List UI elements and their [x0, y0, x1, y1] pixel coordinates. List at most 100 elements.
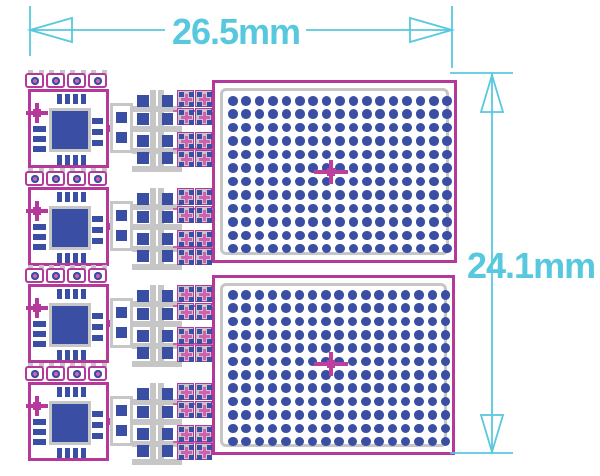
- pad-strip-tab: [91, 168, 96, 172]
- pad-hole: [414, 396, 424, 407]
- side-pad: [33, 429, 46, 435]
- pad-hole: [440, 303, 451, 313]
- cluster-cross-icon: [203, 94, 206, 105]
- pad-strip-tab: [49, 363, 54, 367]
- pad-hole: [415, 230, 426, 240]
- pad-cluster-unit: [177, 303, 194, 320]
- pad-hole: [427, 436, 437, 447]
- pad-cluster-unit: [195, 108, 212, 125]
- corner-pad: [189, 208, 194, 213]
- chip-pin: [65, 448, 70, 458]
- pad-hole: [374, 343, 384, 353]
- link-trace: [173, 441, 213, 443]
- pad-pair-unit: [46, 268, 65, 283]
- pad-hole: [388, 96, 399, 106]
- pad-hole: [375, 163, 385, 173]
- pad-hole: [334, 343, 344, 353]
- pad-strip-tab: [102, 363, 107, 367]
- pad-hole: [361, 370, 371, 380]
- pad-hole: [387, 330, 398, 340]
- smd-pad: [162, 113, 173, 125]
- smd-pad: [137, 233, 149, 245]
- corner-pad: [207, 427, 212, 432]
- pad-hole: [347, 356, 358, 367]
- corner-pad: [189, 110, 194, 115]
- pad-hole: [387, 316, 398, 327]
- smd-pad: [162, 445, 173, 457]
- corner-pad: [189, 413, 194, 418]
- pad-hole: [307, 330, 318, 340]
- pad-hole: [281, 230, 292, 240]
- pad-strip-tab: [49, 265, 54, 269]
- pad-hole: [415, 217, 426, 227]
- pad-pair-unit: [88, 268, 107, 283]
- pad-hole: [228, 330, 238, 340]
- corner-pad: [197, 144, 202, 149]
- smd-pad: [162, 290, 173, 302]
- through-hole-pad: [51, 271, 60, 280]
- pad-hole: [334, 410, 344, 420]
- side-pad: [92, 324, 103, 330]
- pad-cluster-unit: [177, 150, 194, 167]
- pad-hole: [429, 190, 439, 200]
- connector-pad: [116, 112, 127, 123]
- pad-hole: [362, 149, 372, 160]
- pad-hole: [281, 217, 292, 227]
- pad-hole: [308, 243, 318, 254]
- through-hole-pad: [30, 271, 39, 280]
- pad-strip-tab: [91, 363, 96, 367]
- pad-hole: [402, 243, 412, 254]
- pad-hole: [241, 190, 251, 200]
- pad-hole: [387, 436, 398, 447]
- connector-pad: [116, 405, 127, 416]
- pad-hole: [321, 303, 331, 313]
- corner-pad: [197, 329, 202, 334]
- cluster-cross-icon: [203, 447, 206, 458]
- pad-hole: [295, 122, 305, 133]
- pad-strip-tab: [28, 168, 33, 172]
- smd-pad: [137, 347, 149, 359]
- cluster-cross-icon: [203, 331, 206, 342]
- pad-hole: [335, 230, 345, 240]
- pad-hole: [228, 383, 238, 393]
- comb-trace: [132, 419, 182, 425]
- pad-hole: [400, 383, 411, 393]
- pad-hole: [361, 383, 371, 393]
- pad-hole: [348, 163, 359, 173]
- smd-pad: [162, 388, 173, 400]
- pad-hole: [429, 149, 439, 160]
- pad-hole: [228, 290, 238, 300]
- pad-hole: [387, 410, 398, 420]
- corner-pad: [207, 102, 212, 107]
- pad-strip-tab: [60, 363, 65, 367]
- corner-pad: [197, 162, 202, 167]
- smd-pad: [162, 406, 173, 418]
- pad-hole: [241, 423, 251, 433]
- pad-hole: [402, 109, 412, 119]
- pad-hole: [241, 396, 251, 407]
- chip-pin: [73, 387, 78, 397]
- pad-hole: [295, 136, 305, 146]
- chip-pin: [65, 289, 70, 299]
- pad-hole: [308, 217, 318, 227]
- smd-pad: [137, 428, 149, 440]
- pad-hole: [321, 396, 331, 407]
- corner-pad: [207, 413, 212, 418]
- pad-hole: [228, 343, 238, 353]
- pad-hole: [228, 243, 238, 254]
- cluster-cross-icon: [185, 289, 188, 300]
- pad-hole: [281, 410, 291, 420]
- pad-hole: [241, 230, 251, 240]
- corner-pad: [189, 218, 194, 223]
- corner-pad: [189, 437, 194, 442]
- edge-connector: [110, 201, 133, 251]
- pad-hole: [228, 149, 238, 160]
- pad-hole: [241, 122, 251, 133]
- pad-hole: [295, 190, 305, 200]
- pad-hole: [347, 383, 358, 393]
- pad-hole: [241, 217, 251, 227]
- comb-trace: [132, 106, 182, 112]
- pad-hole: [267, 316, 278, 327]
- through-hole-pad: [30, 369, 39, 378]
- pad-hole: [295, 176, 305, 187]
